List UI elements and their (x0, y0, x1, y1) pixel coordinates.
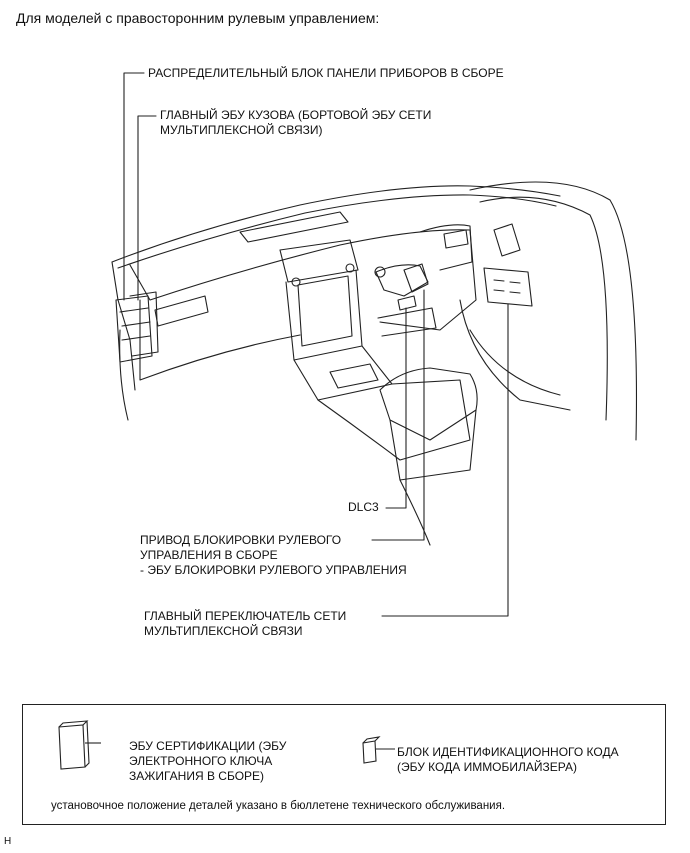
legend-id-code-box: БЛОК ИДЕНТИФИКАЦИОННОГО КОДА (ЭБУ КОДА И… (397, 745, 619, 775)
callout-dash-junction-block: РАСПРЕДЕЛИТЕЛЬНЫЙ БЛОК ПАНЕЛИ ПРИБОРОВ В… (148, 66, 504, 80)
armrest (379, 367, 478, 441)
legend-certification-ecu-line3: ЗАЖИГАНИЯ В СБОРЕ) (129, 769, 265, 783)
left-knob (291, 277, 301, 287)
callout-main-body-ecu-line1: ГЛАВНЫЙ ЭБУ КУЗОВА (БОРТОВОЙ ЭБУ СЕТИ (160, 108, 432, 122)
callout-master-switch: ГЛАВНЫЙ ПЕРЕКЛЮЧАТЕЛЬ СЕТИ МУЛЬТИПЛЕКСНО… (144, 609, 346, 639)
callout-master-switch-line2: МУЛЬТИПЛЕКСНОЙ СВЯЗИ (144, 624, 303, 638)
callout-main-body-ecu-line2: МУЛЬТИПЛЕКСНОЙ СВЯЗИ) (160, 123, 323, 137)
legend-certification-ecu: ЭБУ СЕРТИФИКАЦИИ (ЭБУ ЭЛЕКТРОННОГО КЛЮЧА… (129, 739, 286, 784)
leader-master-switch (381, 303, 509, 617)
dash-lower-edge (139, 299, 301, 381)
callout-steering-lock-line2: УПРАВЛЕНИЯ В СБОРЕ (140, 548, 278, 562)
left-vent (154, 295, 209, 327)
callout-steering-lock-line3: - ЭБУ БЛОКИРОВКИ РУЛЕВОГО УПРАВЛЕНИЯ (140, 563, 407, 577)
callout-main-body-ecu: ГЛАВНЫЙ ЭБУ КУЗОВА (БОРТОВОЙ ЭБУ СЕТИ МУ… (160, 108, 431, 138)
callout-steering-lock-line1: ПРИВОД БЛОКИРОВКИ РУЛЕВОГО (140, 533, 342, 547)
shifter-plate (329, 363, 379, 389)
ignition-ring (374, 266, 386, 278)
leader-junction-block (123, 72, 145, 301)
right-instrument-hood (419, 224, 473, 271)
body-ecu (129, 291, 159, 357)
id-code-box-icon (362, 736, 395, 764)
dash-top-outline (111, 185, 561, 263)
center-defroster (239, 211, 349, 243)
console-front (293, 345, 393, 401)
legend-id-code-box-line1: БЛОК ИДЕНТИФИКАЦИОННОГО КОДА (397, 745, 619, 759)
door-lower (459, 299, 571, 411)
dash-right-face (379, 229, 477, 331)
window-switch-panel (483, 267, 533, 307)
console-tunnel (317, 379, 471, 461)
armrest-side (389, 409, 477, 481)
door-pocket (469, 329, 561, 396)
callout-master-switch-line1: ГЛАВНЫЙ ПЕРЕКЛЮЧАТЕЛЬ СЕТИ (144, 609, 347, 623)
center-stack-top (279, 239, 359, 283)
dashboard-illustration (111, 72, 638, 617)
callout-dlc3: DLC3 (348, 500, 379, 514)
right-knob (345, 263, 355, 273)
leader-dlc3 (385, 307, 407, 509)
certification-ecu-icon (58, 720, 101, 770)
leader-steering-lock (371, 289, 425, 541)
right-vent (443, 229, 469, 249)
dash-left-lower (119, 329, 129, 421)
dash-upper-hood (129, 229, 471, 301)
dash-left-face (111, 261, 136, 391)
leader-body-ecu (137, 115, 157, 301)
legend-certification-ecu-line2: ЭЛЕКТРОННОГО КЛЮЧА (129, 754, 273, 768)
glovebox (377, 307, 437, 337)
floor-line (399, 479, 431, 546)
junction-block (115, 295, 153, 363)
legend-certification-ecu-line1: ЭБУ СЕРТИФИКАЦИИ (ЭБУ (129, 739, 287, 753)
door-frame (469, 181, 638, 441)
figure-code: H (4, 836, 12, 847)
steering-lock-body (403, 263, 429, 293)
legend-box: ЭБУ СЕРТИФИКАЦИИ (ЭБУ ЭЛЕКТРОННОГО КЛЮЧА… (22, 704, 666, 825)
dash-top-edge-2 (117, 194, 557, 269)
door-inner (479, 196, 608, 421)
center-stack-screen (297, 275, 353, 347)
page-heading: Для моделей с правосторонним рулевым упр… (16, 10, 380, 26)
legend-note: установочное положение деталей указано в… (51, 800, 506, 812)
door-handle (493, 223, 521, 257)
dlc3-connector (397, 295, 417, 311)
legend-id-code-box-line2: (ЭБУ КОДА ИММОБИЛАЙЗЕРА) (397, 760, 577, 774)
legend-icons (58, 720, 395, 770)
center-stack-face (285, 269, 363, 361)
callout-steering-lock: ПРИВОД БЛОКИРОВКИ РУЛЕВОГО УПРАВЛЕНИЯ В … (140, 533, 407, 578)
